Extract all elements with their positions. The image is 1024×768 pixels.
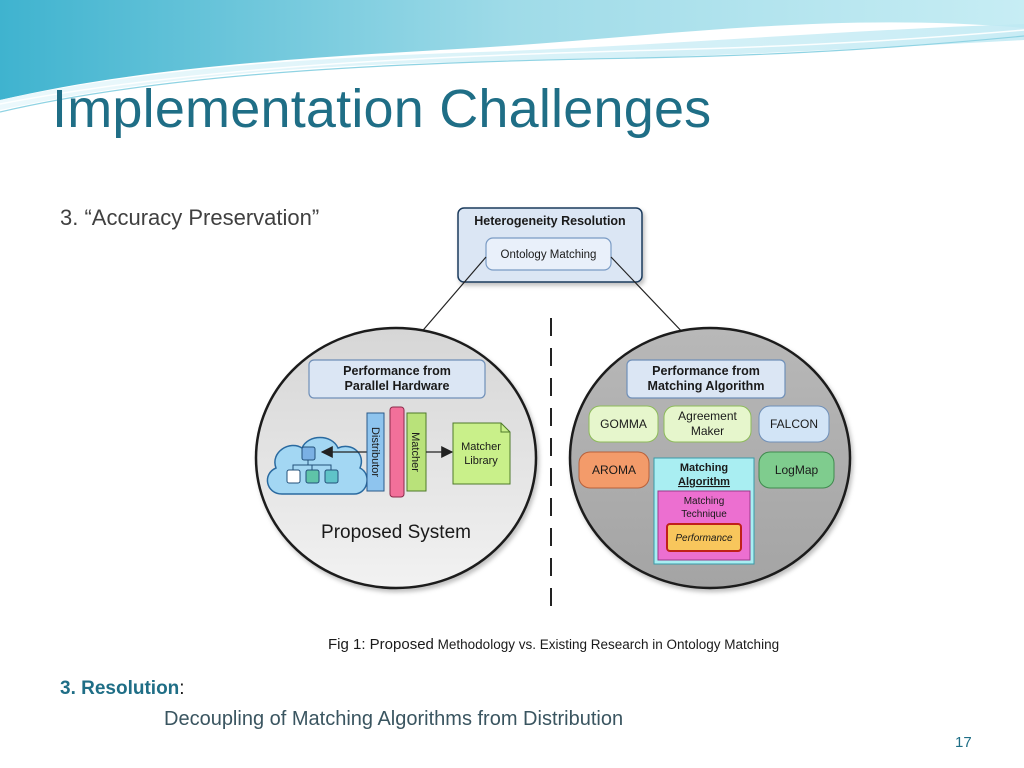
proposed-system-circle: Performance from Parallel Hardware Distr… (254, 326, 538, 590)
existing-research-circle: Performance from Matching Algorithm GOMM… (568, 326, 852, 590)
parallel-hardware-header-line2: Parallel Hardware (345, 379, 450, 393)
heterogeneity-resolution-label: Heterogeneity Resolution (474, 214, 625, 228)
ontology-matching-label: Ontology Matching (501, 249, 597, 261)
matching-algorithm-header-line2: Matching Algorithm (648, 379, 765, 393)
logmap-label: LogMap (775, 463, 819, 477)
matcher-library-document (452, 422, 511, 485)
resolution-heading: 3. Resolution: (60, 678, 185, 700)
figure-caption: Fig 1: Proposed Methodology vs. Existing… (328, 636, 779, 653)
agreement-maker-label-line2: Maker (691, 424, 724, 438)
matching-technique-label-line2: Technique (681, 509, 727, 520)
matcher-library-label-line2: Library (464, 455, 498, 467)
distributor-label: Distributor (369, 427, 381, 477)
matching-technique-label-line1: Matching (684, 496, 725, 507)
bullet-accuracy-preservation: 3. “Accuracy Preservation” (60, 205, 320, 230)
performance-box (666, 523, 742, 552)
proposed-system-label: Proposed System (321, 522, 471, 543)
parallel-hardware-header-line1: Performance from (343, 364, 451, 378)
aroma-label: AROMA (592, 463, 636, 477)
figure-caption-main: Fig 1: Proposed (328, 636, 434, 653)
header-wave-decoration (0, 0, 1024, 113)
slide-title: Implementation Challenges (52, 79, 712, 139)
figure-caption-rest: Methodology vs. Existing Research in Ont… (433, 637, 780, 652)
methodology-diagram: Heterogeneity Resolution Ontology Matchi… (254, 207, 852, 618)
matching-algorithm-header-line1: Performance from (652, 364, 760, 378)
heterogeneity-resolution-box: Heterogeneity Resolution Ontology Matchi… (457, 207, 643, 283)
matcher-library-label-line1: Matcher (461, 441, 501, 453)
connector-bar (389, 406, 405, 498)
matcher-label: Matcher (409, 432, 421, 472)
performance-label: Performance (675, 533, 733, 544)
falcon-label: FALCON (770, 417, 818, 431)
agreement-maker-label-line1: Agreement (678, 409, 737, 423)
matching-algorithm-label-line1: Matching (680, 462, 728, 474)
gomma-label: GOMMA (600, 417, 647, 431)
matching-algorithm-label-line2: Algorithm (678, 476, 730, 488)
slide-number: 17 (955, 734, 972, 751)
resolution-colon: : (179, 678, 185, 699)
resolution-heading-text: 3. Resolution (60, 678, 180, 699)
resolution-description: Decoupling of Matching Algorithms from D… (164, 708, 624, 730)
